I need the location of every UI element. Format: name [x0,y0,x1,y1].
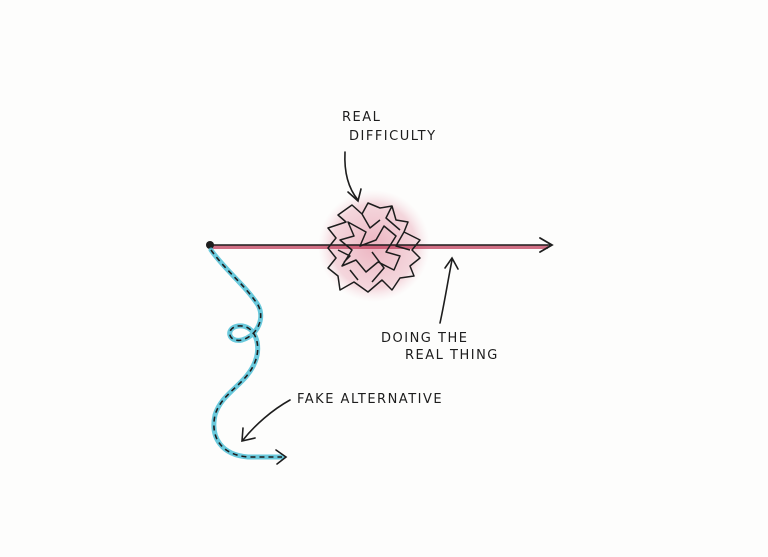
fake-alternative-label: FAKE ALTERNATIVE [297,392,444,407]
real-thing-arrow [439,259,453,324]
fake-path-arrowhead [275,449,288,465]
real-difficulty-label-line2: DIFFICULTY [349,129,437,144]
real-difficulty-label-line1: REAL [342,110,382,125]
fake-path-dashes [210,249,282,458]
fake-path-highlight [208,247,285,460]
difficulty-arrowhead [347,188,362,203]
real-thing-arrowhead [444,256,459,270]
difficulty-arrow [344,151,359,201]
doing-real-thing-label-line1: DOING THE [381,331,469,346]
fake-alternative-arrow [242,399,291,441]
real-path-arrowhead [539,237,554,253]
start-dot [206,241,214,249]
fake-alternative-arrowhead [241,427,256,443]
doing-real-thing-label-line2: REAL THING [405,348,499,363]
difficulty-tangle [327,202,421,293]
